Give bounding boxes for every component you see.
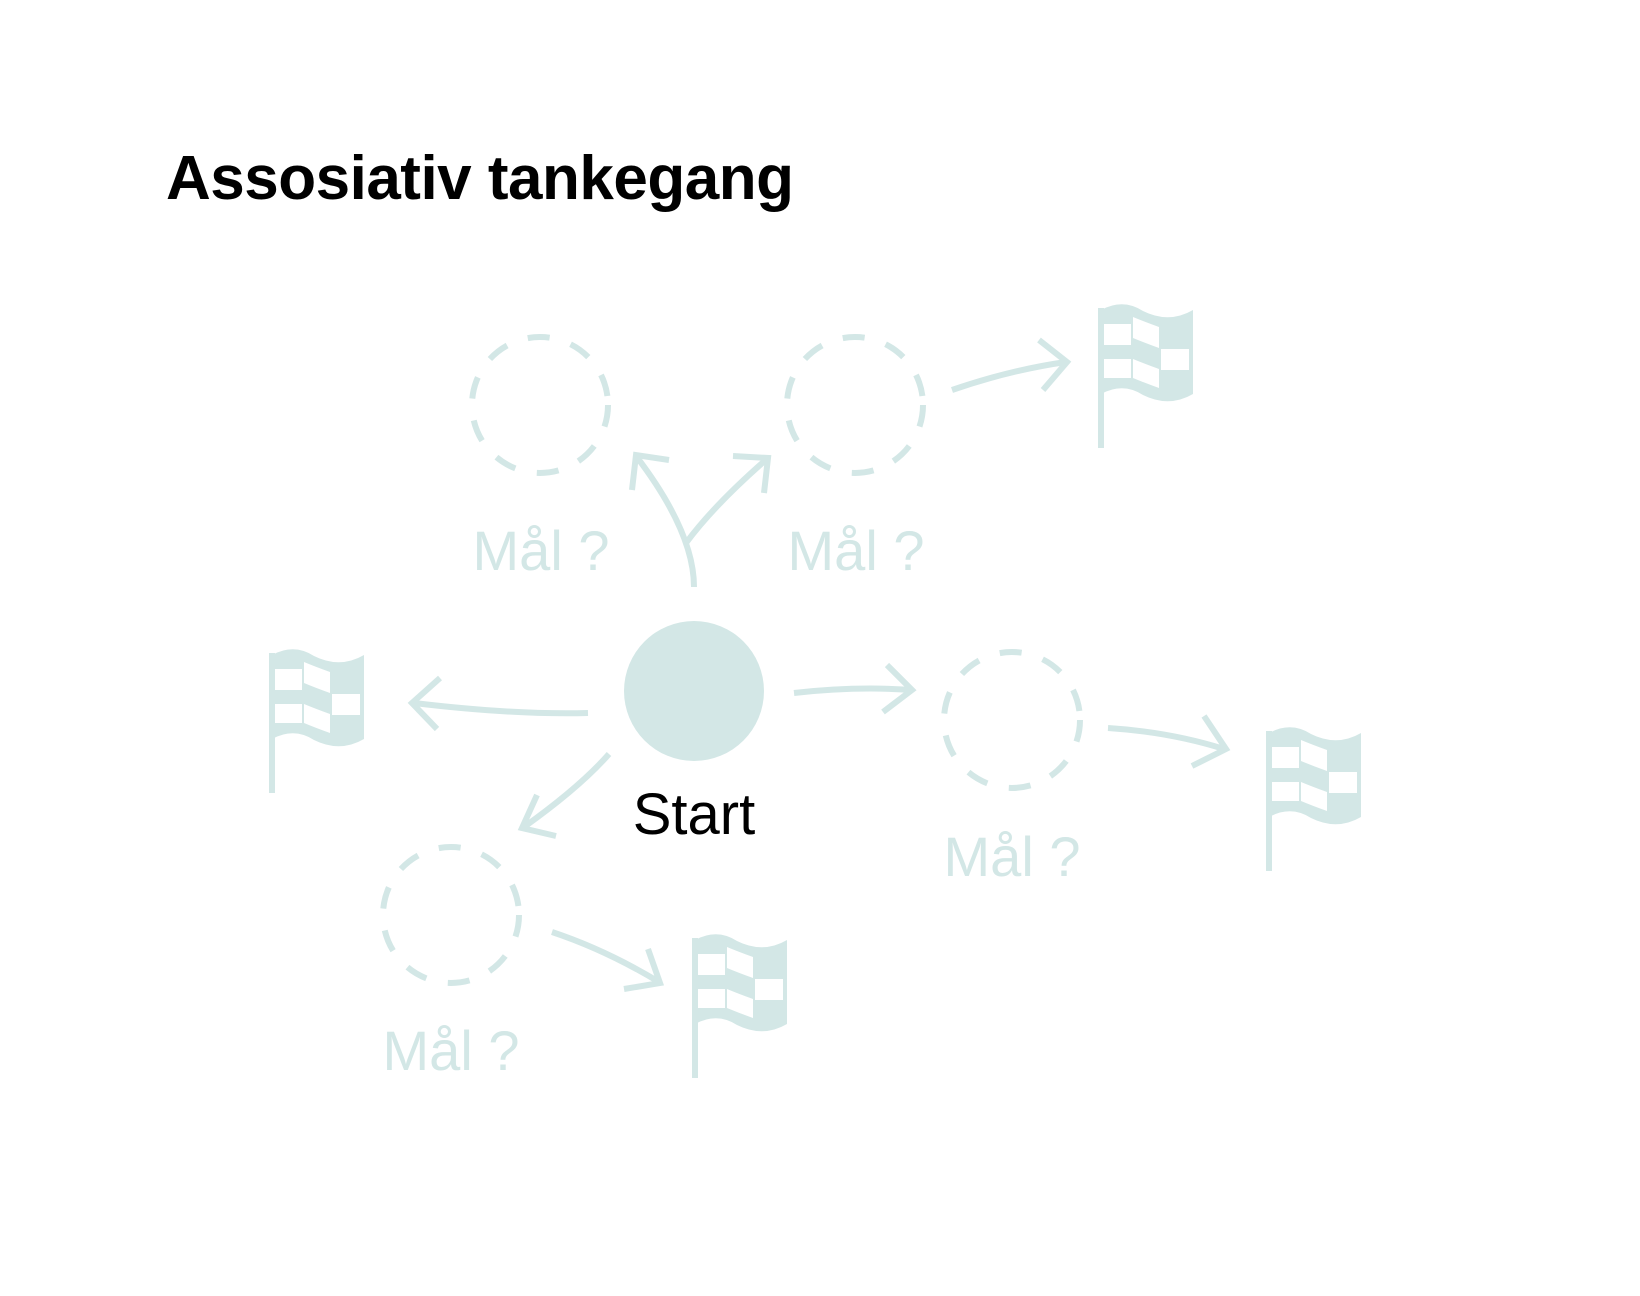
- arrow-icon: [1107, 714, 1231, 769]
- goal-label: Mål ?: [473, 519, 610, 582]
- start-node: [624, 621, 764, 761]
- start-label: Start: [633, 782, 756, 847]
- checkered-flag-icon: [272, 649, 364, 793]
- goal-circle-top-right: [784, 334, 926, 476]
- checkered-flag-icon: [1101, 304, 1193, 448]
- goal-label: Mål ?: [788, 519, 925, 582]
- arrow-icon: [517, 752, 612, 839]
- arrow-icon: [629, 451, 697, 588]
- page-title: Assosiativ tankegang: [166, 144, 794, 213]
- arrow-icon: [683, 453, 772, 545]
- arrow-icon: [793, 662, 917, 715]
- arrow-icon: [551, 929, 665, 992]
- checkered-flag-icon: [1269, 727, 1361, 871]
- arrow-icon: [407, 675, 589, 732]
- goal-circle-right: [941, 649, 1083, 791]
- goal-label: Mål ?: [944, 825, 1081, 888]
- goal-circle-bottom-left: [380, 844, 522, 986]
- checkered-flag-icon: [695, 934, 787, 1078]
- arrow-icon: [951, 337, 1072, 393]
- goal-circle-top-left: [469, 334, 611, 476]
- goal-label: Mål ?: [383, 1019, 520, 1082]
